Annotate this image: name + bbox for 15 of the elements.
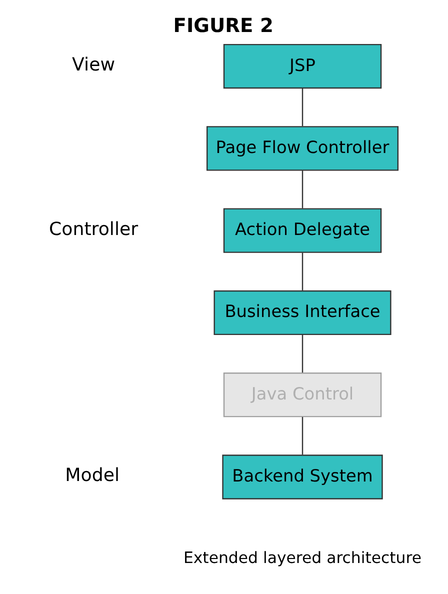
connector: [302, 417, 304, 455]
label: View: [72, 54, 116, 76]
connector: [302, 252, 304, 290]
connector: [302, 88, 304, 126]
diagram-title: FIGURE 2: [173, 14, 274, 38]
label: Model: [65, 465, 120, 486]
node-box: JSP: [223, 44, 382, 89]
connector: [302, 170, 304, 208]
node-box: Page Flow Controller: [206, 126, 399, 171]
label: Controller: [49, 218, 138, 240]
node-box: Action Delegate: [223, 208, 382, 253]
node-box: Backend System: [222, 454, 383, 500]
node-box: Business Interface: [214, 290, 392, 336]
caption: Extended layered architecture: [183, 548, 422, 568]
connector: [302, 334, 304, 373]
